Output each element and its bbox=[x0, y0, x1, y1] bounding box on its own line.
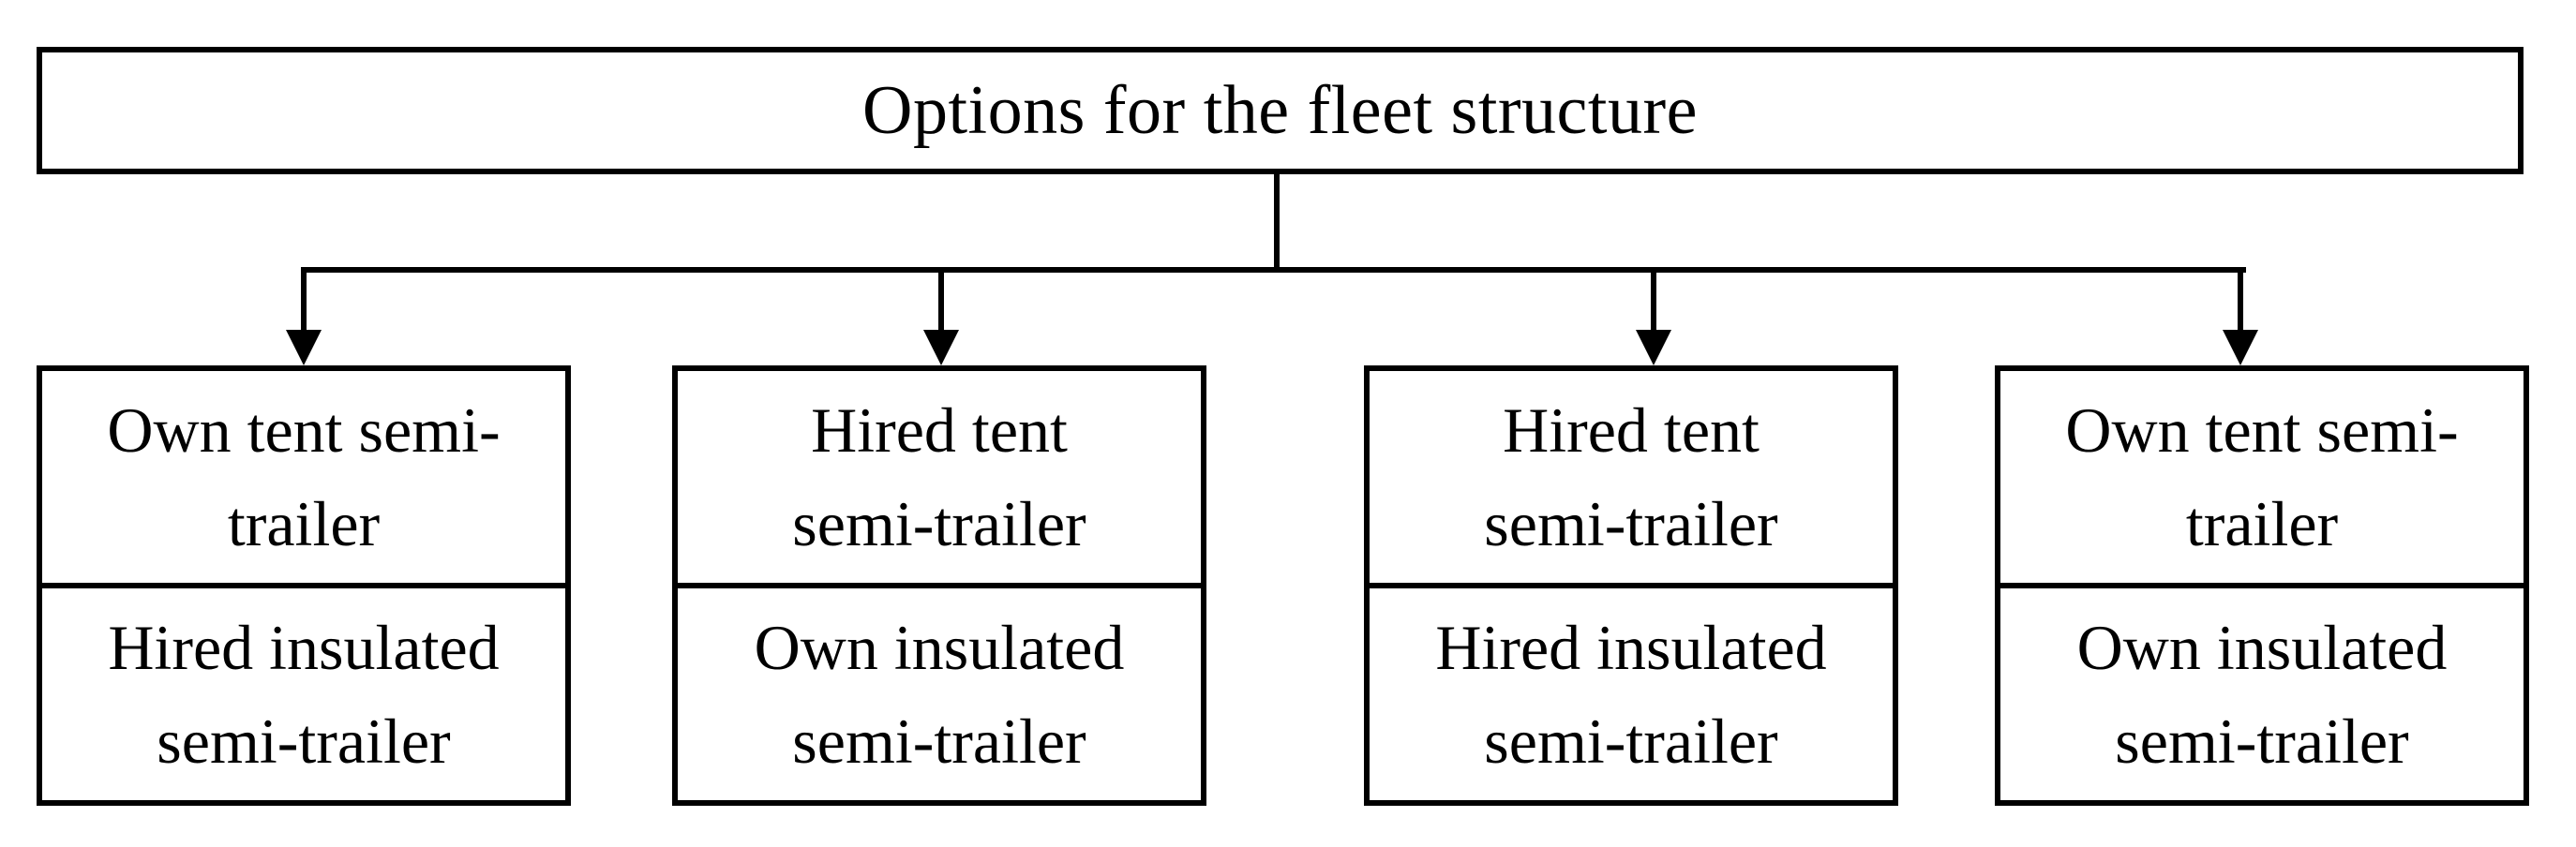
cell-text-line: semi-trailer bbox=[1484, 488, 1778, 559]
option-box-4: Own tent semi- trailer Own insulated sem… bbox=[1995, 365, 2529, 806]
option-box-2-top-cell: Hired tent semi-trailer bbox=[678, 371, 1201, 588]
connector-horizontal-line bbox=[301, 267, 2246, 273]
option-box-4-top-cell: Own tent semi- trailer bbox=[2000, 371, 2524, 588]
connector-branch-4 bbox=[2238, 267, 2243, 333]
arrow-down-icon bbox=[1636, 330, 1671, 365]
cell-text-line: trailer bbox=[2185, 488, 2339, 559]
cell-text-line: Own insulated bbox=[2076, 612, 2448, 683]
option-box-1: Own tent semi- trailer Hired insulated s… bbox=[37, 365, 571, 806]
cell-text-line: trailer bbox=[227, 488, 381, 559]
cell-text-line: Own insulated bbox=[754, 612, 1125, 683]
connector-main-stem bbox=[1274, 174, 1280, 269]
cell-text-line: Own tent semi- bbox=[107, 394, 501, 466]
connector-branch-3 bbox=[1651, 267, 1656, 333]
option-box-1-top-cell: Own tent semi- trailer bbox=[42, 371, 565, 588]
title-box: Options for the fleet structure bbox=[37, 47, 2524, 174]
option-box-2: Hired tent semi-trailer Own insulated se… bbox=[672, 365, 1206, 806]
cell-text-line: Hired tent bbox=[1503, 394, 1760, 466]
cell-text-line: semi-trailer bbox=[157, 706, 451, 777]
connector-branch-1 bbox=[301, 267, 307, 333]
arrow-down-icon bbox=[2223, 330, 2258, 365]
option-box-3: Hired tent semi-trailer Hired insulated … bbox=[1364, 365, 1898, 806]
cell-text-line: semi-trailer bbox=[2115, 706, 2409, 777]
cell-text-line: Hired tent bbox=[811, 394, 1068, 466]
option-box-3-top-cell: Hired tent semi-trailer bbox=[1370, 371, 1893, 588]
arrow-down-icon bbox=[286, 330, 322, 365]
option-box-1-bottom-cell: Hired insulated semi-trailer bbox=[42, 588, 565, 800]
cell-text-line: Own tent semi- bbox=[2065, 394, 2459, 466]
cell-text-line: Hired insulated bbox=[108, 612, 500, 683]
cell-text-line: semi-trailer bbox=[1484, 706, 1778, 777]
diagram-title: Options for the fleet structure bbox=[862, 72, 1698, 149]
arrow-down-icon bbox=[923, 330, 959, 365]
option-box-4-bottom-cell: Own insulated semi-trailer bbox=[2000, 588, 2524, 800]
option-box-2-bottom-cell: Own insulated semi-trailer bbox=[678, 588, 1201, 800]
connector-branch-2 bbox=[938, 267, 944, 333]
cell-text-line: Hired insulated bbox=[1435, 612, 1827, 683]
cell-text-line: semi-trailer bbox=[792, 488, 1086, 559]
option-box-3-bottom-cell: Hired insulated semi-trailer bbox=[1370, 588, 1893, 800]
cell-text-line: semi-trailer bbox=[792, 706, 1086, 777]
